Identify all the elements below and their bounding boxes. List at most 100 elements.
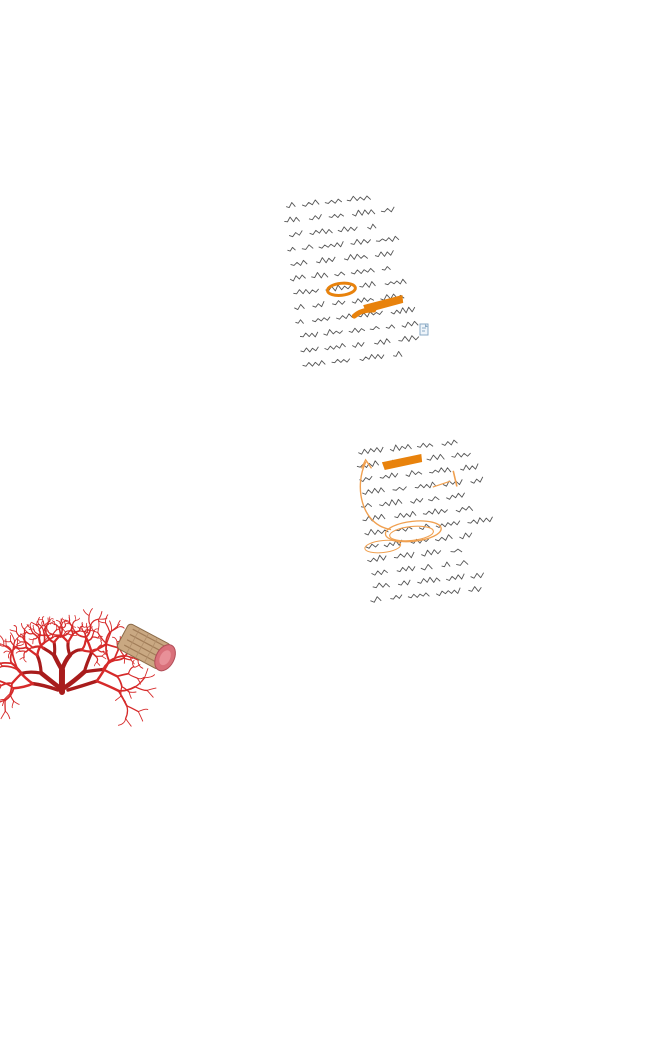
coral-branch xyxy=(144,674,156,679)
coral-branch xyxy=(4,710,11,720)
handwriting-stroke xyxy=(350,267,375,275)
coral-branch xyxy=(59,626,66,633)
coral-branch xyxy=(31,621,40,626)
coral-branch xyxy=(26,631,34,635)
coral-branch xyxy=(117,718,127,726)
handwriting-stroke xyxy=(470,476,484,484)
coral-branch xyxy=(0,662,13,665)
handwriting-stroke xyxy=(441,561,451,568)
coral-branch xyxy=(84,627,89,634)
handwriting-stroke xyxy=(324,343,346,351)
coral-branch xyxy=(117,689,128,707)
coral-branch xyxy=(49,622,55,625)
coral-branch xyxy=(15,650,21,654)
coral-branch xyxy=(100,640,103,646)
handwriting-stroke xyxy=(332,300,346,306)
handwriting-stroke xyxy=(301,199,320,207)
handwriting-stroke xyxy=(293,288,320,295)
coral-branch xyxy=(144,668,149,679)
coral-branch xyxy=(97,620,100,633)
coral-branch xyxy=(56,619,61,624)
coral-branch xyxy=(65,623,70,625)
handwriting-stroke xyxy=(359,281,376,288)
handwriting-stroke xyxy=(318,241,344,249)
coral-branch xyxy=(10,632,16,642)
handwriting-stroke xyxy=(390,306,416,315)
coral-branch xyxy=(0,680,15,690)
note-2-circle-mark-outer xyxy=(384,520,442,543)
coral-branch xyxy=(71,619,77,627)
coral-branch xyxy=(16,648,21,652)
handwriting-stroke xyxy=(392,486,407,491)
coral-branch xyxy=(105,614,109,624)
handwriting-stroke xyxy=(300,346,319,353)
coral-branch xyxy=(32,625,35,631)
handwriting-stroke xyxy=(468,586,482,592)
coral-branch xyxy=(112,657,125,662)
handwriting-stroke xyxy=(396,565,416,573)
coral-branch xyxy=(4,687,15,702)
coral-branch xyxy=(93,628,99,632)
handwriting-stroke xyxy=(393,551,415,559)
handwriting-stroke xyxy=(309,228,333,236)
handwriting-stroke xyxy=(364,528,389,536)
handwriting-stroke xyxy=(374,250,394,258)
coral-branch xyxy=(66,640,72,657)
coral-branch xyxy=(29,622,32,628)
coral-branch xyxy=(55,626,63,631)
coral-branch xyxy=(81,621,84,627)
coral-branch xyxy=(64,630,76,633)
coral-branch xyxy=(134,677,146,688)
coral-branch xyxy=(84,636,93,642)
note-1-content xyxy=(284,195,420,367)
note-2-circle-mark-side xyxy=(364,539,402,554)
coral-branch xyxy=(60,636,68,642)
handwriting-stroke xyxy=(421,549,442,557)
coral-branch xyxy=(90,643,108,654)
coral-branch xyxy=(10,672,23,685)
coral-branch xyxy=(49,618,54,622)
coral-cut-cylinder xyxy=(117,623,176,672)
coral-branch xyxy=(9,651,13,665)
handwriting-stroke xyxy=(410,498,424,504)
coral-branch xyxy=(38,670,63,691)
coral-branch xyxy=(42,630,46,644)
red-coral-illustration xyxy=(0,560,190,727)
handwriting-stroke xyxy=(374,338,391,345)
handwriting-stroke xyxy=(289,274,306,282)
coral-branch xyxy=(128,691,132,699)
handwriting-stroke xyxy=(350,238,372,245)
coral-branch xyxy=(108,654,127,662)
handwriting-stroke xyxy=(446,492,465,500)
handwriting-stroke xyxy=(365,543,379,549)
handwriting-stroke xyxy=(410,538,430,544)
coral-branch xyxy=(97,618,106,624)
note-2-arrow-head xyxy=(360,458,373,469)
coral-branch xyxy=(79,625,84,632)
handwriting-stroke xyxy=(351,297,375,304)
handwriting-stroke xyxy=(389,444,412,452)
handwriting-stroke xyxy=(414,481,437,489)
coral-branch xyxy=(25,641,34,649)
handwriting-stroke xyxy=(356,460,380,468)
coral-branch xyxy=(126,705,139,713)
coral-branch xyxy=(23,624,30,630)
handwriting-stroke xyxy=(394,511,417,519)
coral-branch xyxy=(98,611,103,620)
note-2-content xyxy=(356,439,493,603)
handwriting-stroke xyxy=(331,358,351,364)
coral-branch xyxy=(62,619,70,624)
coral-branch xyxy=(85,624,92,638)
handwriting-stroke xyxy=(302,360,326,367)
note-2-arrow-curve xyxy=(359,461,392,531)
coral-branch xyxy=(74,630,87,638)
coral-branch xyxy=(102,668,119,678)
coral-branch xyxy=(37,616,40,625)
coral-branch xyxy=(12,682,35,690)
handwriting-stroke xyxy=(422,508,448,515)
handwriting-stroke xyxy=(401,320,419,328)
coral-branch xyxy=(95,679,120,692)
note-2-highlight-bar xyxy=(381,454,423,470)
handwriting-stroke xyxy=(470,572,485,579)
handwriting-stroke xyxy=(328,213,345,219)
